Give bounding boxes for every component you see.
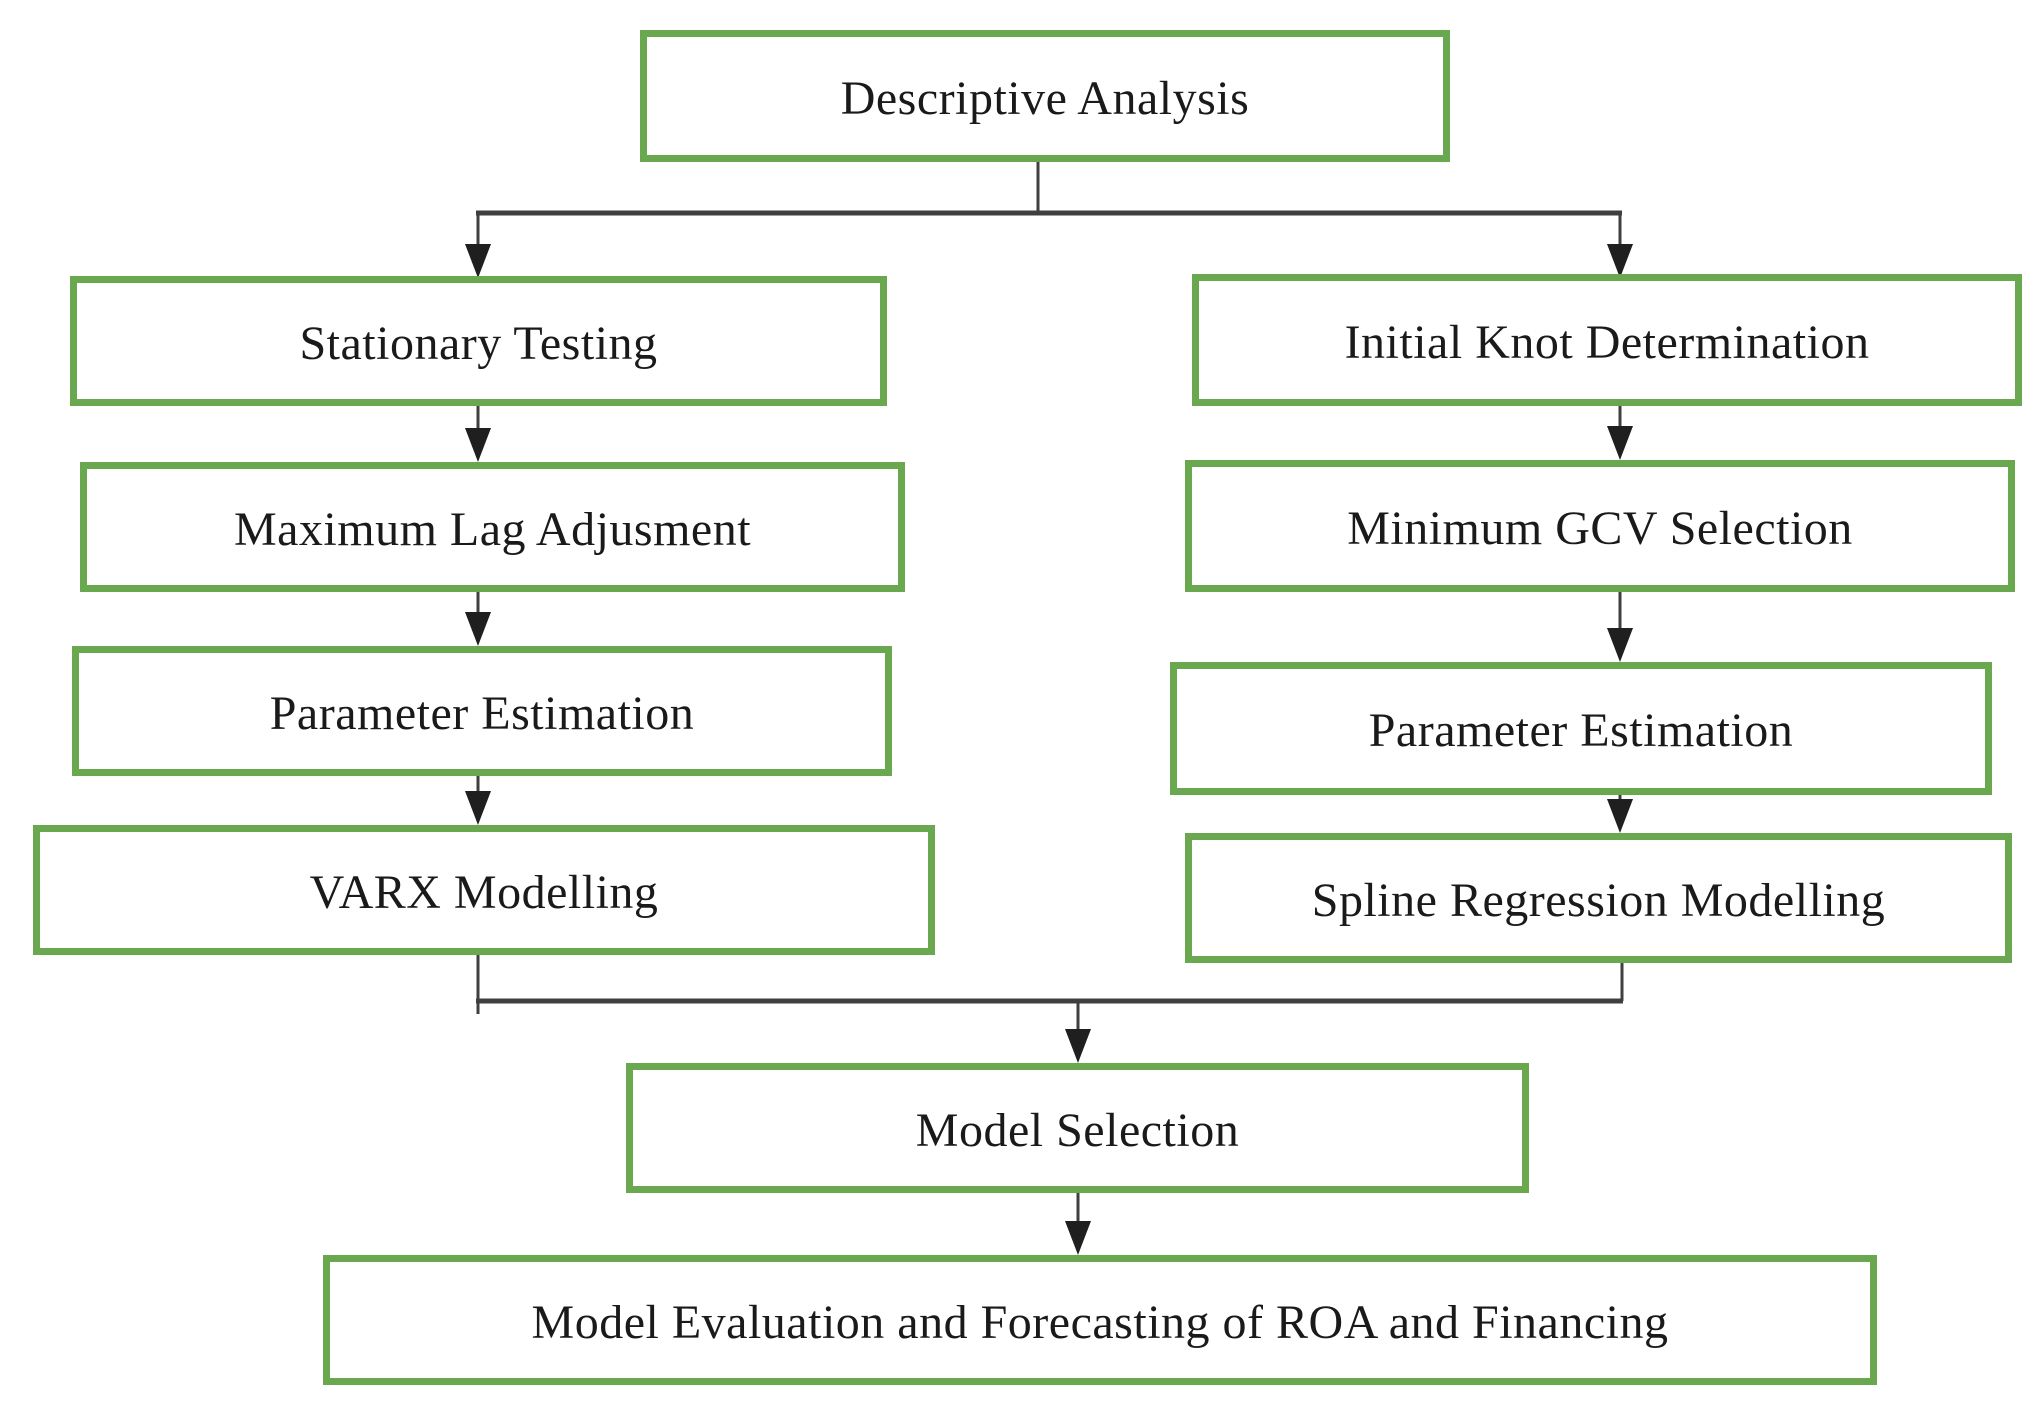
edge-merge-to-model-selection	[476, 955, 1624, 1063]
edge-descriptive-branch	[465, 162, 1633, 278]
node-stationary-testing: Stationary Testing	[70, 276, 887, 406]
edge-gcv-to-parameter	[1607, 592, 1633, 662]
node-spline-regression-modelling: Spline Regression Modelling	[1185, 833, 2012, 963]
edge-selection-to-evaluation	[1065, 1193, 1091, 1255]
edge-parameter-to-spline	[1607, 795, 1633, 833]
node-label: Minimum GCV Selection	[1347, 501, 1853, 555]
node-label: Model Evaluation and Forecasting of ROA …	[531, 1295, 1669, 1349]
node-model-selection: Model Selection	[626, 1063, 1529, 1193]
edge-maxlag-to-parameter	[465, 592, 491, 646]
edge-parameter-to-varx	[465, 776, 491, 825]
node-label: Descriptive Analysis	[840, 71, 1250, 125]
node-parameter-estimation-right: Parameter Estimation	[1170, 662, 1992, 795]
node-label: VARX Modelling	[309, 865, 659, 919]
node-initial-knot-determination: Initial Knot Determination	[1192, 274, 2022, 406]
node-label: Parameter Estimation	[1368, 704, 1794, 758]
node-model-evaluation: Model Evaluation and Forecasting of ROA …	[323, 1255, 1877, 1385]
node-label: Spline Regression Modelling	[1311, 873, 1886, 927]
node-label: Maximum Lag Adjusment	[233, 502, 752, 556]
node-parameter-estimation-left: Parameter Estimation	[72, 646, 892, 776]
edge-knot-to-gcv	[1607, 406, 1633, 460]
node-descriptive-analysis: Descriptive Analysis	[640, 30, 1450, 162]
node-label: Parameter Estimation	[269, 686, 695, 740]
node-maximum-lag-adjusment: Maximum Lag Adjusment	[80, 462, 905, 592]
node-label: Stationary Testing	[299, 316, 658, 370]
node-label: Model Selection	[915, 1103, 1240, 1157]
node-label: Initial Knot Determination	[1344, 315, 1870, 369]
node-minimum-gcv-selection: Minimum GCV Selection	[1185, 460, 2015, 592]
node-varx-modelling: VARX Modelling	[33, 825, 935, 955]
edge-stationary-to-maxlag	[465, 406, 491, 462]
